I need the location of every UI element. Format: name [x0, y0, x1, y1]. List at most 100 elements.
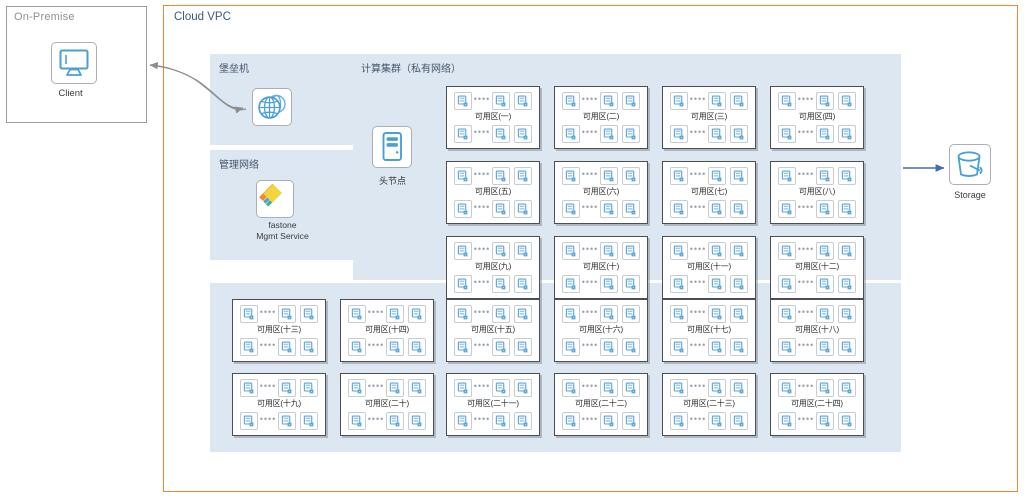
server-ellipsis: •••• — [797, 93, 815, 104]
az-server-row: •••• — [771, 338, 863, 356]
availability-zone-box[interactable]: ••••可用区(二十二)•••• — [554, 373, 648, 436]
az-server-row: •••• — [341, 305, 433, 323]
client-icon-box — [51, 42, 97, 84]
az-server-row: •••• — [663, 338, 755, 356]
az-name: 可用区(十三) — [257, 325, 301, 334]
server-icon — [454, 92, 472, 110]
server-icon — [730, 379, 748, 397]
availability-zone-box[interactable]: ••••可用区(十)•••• — [554, 236, 648, 299]
server-icon — [514, 167, 532, 185]
server-ellipsis: •••• — [473, 276, 491, 287]
server-ellipsis: •••• — [797, 380, 815, 391]
server-ellipsis: •••• — [581, 126, 599, 137]
server-icon — [562, 167, 580, 185]
server-icon — [730, 305, 748, 323]
az-server-row: •••• — [447, 412, 539, 430]
availability-zone-box[interactable]: ••••可用区(十一)•••• — [662, 236, 756, 299]
az-server-row: •••• — [555, 275, 647, 293]
server-ellipsis: •••• — [581, 380, 599, 391]
availability-zone-box[interactable]: ••••可用区(二十三)•••• — [662, 373, 756, 436]
availability-zone-box[interactable]: ••••可用区(三)•••• — [662, 86, 756, 149]
server-icon — [622, 125, 640, 143]
server-icon — [670, 125, 688, 143]
server-ellipsis: •••• — [473, 243, 491, 254]
availability-zone-box[interactable]: ••••可用区(十六)•••• — [554, 299, 648, 362]
server-icon — [670, 167, 688, 185]
availability-zone-box[interactable]: ••••可用区(十三)•••• — [232, 299, 326, 362]
availability-zone-box[interactable]: •••• 可用区(二十一) •••• — [446, 373, 540, 436]
availability-zone-box[interactable]: ••••可用区(一)•••• — [446, 86, 540, 149]
server-icon — [408, 305, 426, 323]
server-icon — [778, 167, 796, 185]
fastone-caption-line1: fastone — [268, 220, 297, 230]
server-icon — [408, 412, 426, 430]
server-icon — [386, 338, 404, 356]
az-name: 可用区(二十三) — [683, 399, 735, 408]
server-icon — [708, 242, 726, 260]
server-icon — [670, 200, 688, 218]
server-icon — [240, 338, 258, 356]
server-icon — [622, 412, 640, 430]
az-server-row: •••• — [447, 379, 539, 397]
server-icon — [240, 379, 258, 397]
az-name: 可用区(十八) — [795, 325, 839, 334]
az-name: 可用区(二十一) — [467, 399, 519, 408]
availability-zone-box[interactable]: ••••可用区(四)•••• — [770, 86, 864, 149]
availability-zone-box[interactable]: ••••可用区(六)•••• — [554, 161, 648, 224]
az-server-row: •••• — [771, 167, 863, 185]
availability-zone-box[interactable]: ••••可用区(十二)•••• — [770, 236, 864, 299]
server-icon — [562, 338, 580, 356]
server-ellipsis: •••• — [581, 306, 599, 317]
server-ellipsis: •••• — [797, 339, 815, 350]
az-server-row: •••• — [771, 92, 863, 110]
availability-zone-box[interactable]: ••••可用区(十五)•••• — [446, 299, 540, 362]
availability-zone-box[interactable]: ••••可用区(七)•••• — [662, 161, 756, 224]
az-server-row: •••• — [663, 200, 755, 218]
server-ellipsis: •••• — [581, 339, 599, 350]
server-icon — [838, 412, 856, 430]
server-icon — [778, 338, 796, 356]
az-server-row: •••• — [555, 242, 647, 260]
server-ellipsis: •••• — [473, 339, 491, 350]
server-icon — [408, 338, 426, 356]
availability-zone-box[interactable]: ••••可用区(八)•••• — [770, 161, 864, 224]
availability-zone-box[interactable]: ••••可用区(五)•••• — [446, 161, 540, 224]
server-ellipsis: •••• — [259, 380, 277, 391]
server-icon — [816, 379, 834, 397]
availability-zone-box[interactable]: ••••可用区(二十四)•••• — [770, 373, 864, 436]
az-server-row: •••• — [447, 242, 539, 260]
server-icon — [622, 379, 640, 397]
availability-zone-box[interactable]: ••••可用区(十四)•••• — [340, 299, 434, 362]
server-ellipsis: •••• — [473, 380, 491, 391]
availability-zone-box[interactable]: ••••可用区(十九)•••• — [232, 373, 326, 436]
availability-zone-box[interactable]: ••••可用区(十八)•••• — [770, 299, 864, 362]
storage-icon-box — [949, 144, 991, 185]
server-icon — [562, 275, 580, 293]
availability-zone-box[interactable]: ••••可用区(十七)•••• — [662, 299, 756, 362]
server-icon — [454, 305, 472, 323]
server-icon — [514, 379, 532, 397]
server-icon — [730, 242, 748, 260]
server-icon — [816, 412, 834, 430]
server-ellipsis: •••• — [581, 168, 599, 179]
availability-zone-box[interactable]: ••••可用区(九)•••• — [446, 236, 540, 299]
server-ellipsis: •••• — [689, 243, 707, 254]
server-ellipsis: •••• — [797, 201, 815, 212]
server-icon — [708, 200, 726, 218]
az-server-row: •••• — [341, 412, 433, 430]
server-icon — [600, 275, 618, 293]
server-icon — [492, 275, 510, 293]
server-icon — [670, 92, 688, 110]
server-icon — [838, 338, 856, 356]
availability-zone-box[interactable]: ••••可用区(二)•••• — [554, 86, 648, 149]
az-server-row: •••• — [771, 412, 863, 430]
server-icon — [600, 338, 618, 356]
server-icon — [838, 379, 856, 397]
server-ellipsis: •••• — [689, 93, 707, 104]
availability-zone-box[interactable]: ••••可用区(二十)•••• — [340, 373, 434, 436]
server-icon — [670, 305, 688, 323]
server-icon — [492, 125, 510, 143]
server-icon — [386, 379, 404, 397]
server-icon — [778, 412, 796, 430]
server-icon — [708, 125, 726, 143]
